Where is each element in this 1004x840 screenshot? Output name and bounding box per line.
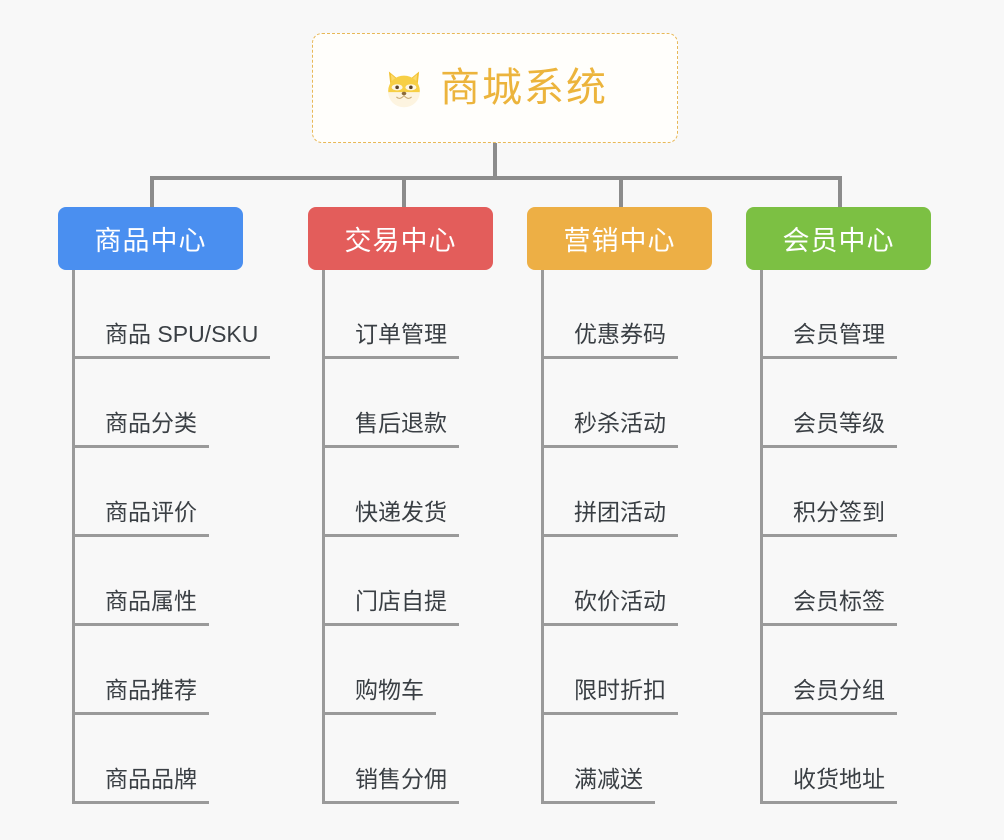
- connector-drop-2: [402, 176, 406, 209]
- leaf-label: 收货地址: [763, 768, 897, 804]
- leaf-label: 商品评价: [75, 501, 209, 537]
- leaf-list-2: 订单管理 售后退款 快递发货 门店自提 购物车 销售分佣: [322, 270, 493, 804]
- leaf-label: 门店自提: [325, 590, 459, 626]
- leaf-label: 快递发货: [325, 501, 459, 537]
- leaf-label: 积分签到: [763, 501, 897, 537]
- leaf-label: 满减送: [544, 768, 655, 804]
- leaf-label: 拼团活动: [544, 501, 678, 537]
- connector-drop-3: [619, 176, 623, 209]
- leaf-item[interactable]: 商品 SPU/SKU: [75, 270, 271, 359]
- leaf-item[interactable]: 快递发货: [325, 448, 493, 537]
- leaf-item[interactable]: 订单管理: [325, 270, 493, 359]
- leaf-item[interactable]: 商品评价: [75, 448, 243, 537]
- branch-header-label-3: 营销中心: [563, 226, 676, 256]
- shiba-inu-icon: [382, 66, 426, 110]
- branch-column-1: 商品中心 商品 SPU/SKU 商品分类 商品评价 商品属性 商品推荐 商品品牌: [58, 207, 271, 804]
- branch-header-3[interactable]: 营销中心: [527, 207, 712, 270]
- leaf-label: 会员标签: [763, 590, 897, 626]
- branch-header-label-2: 交易中心: [344, 226, 457, 256]
- leaf-label: 会员管理: [763, 323, 897, 359]
- root-node[interactable]: 商城系统: [312, 33, 678, 143]
- leaf-label: 销售分佣: [325, 768, 459, 804]
- leaf-item[interactable]: 商品推荐: [75, 626, 243, 715]
- branch-header-label-1: 商品中心: [94, 226, 207, 256]
- leaf-label: 商品属性: [75, 590, 209, 626]
- leaf-item[interactable]: 拼团活动: [544, 448, 712, 537]
- leaf-item[interactable]: 优惠券码: [544, 270, 712, 359]
- leaf-item[interactable]: 限时折扣: [544, 626, 712, 715]
- leaf-label: 会员分组: [763, 679, 897, 715]
- leaf-item[interactable]: 门店自提: [325, 537, 493, 626]
- branch-column-3: 营销中心 优惠券码 秒杀活动 拼团活动 砍价活动 限时折扣 满减送: [527, 207, 712, 804]
- leaf-item[interactable]: 收货地址: [763, 715, 931, 804]
- connector-drop-4: [838, 176, 842, 209]
- leaf-label: 商品推荐: [75, 679, 209, 715]
- branch-header-1[interactable]: 商品中心: [58, 207, 243, 270]
- branch-column-4: 会员中心 会员管理 会员等级 积分签到 会员标签 会员分组 收货地址: [746, 207, 931, 804]
- leaf-item[interactable]: 商品属性: [75, 537, 243, 626]
- leaf-label: 商品分类: [75, 412, 209, 448]
- leaf-item[interactable]: 会员标签: [763, 537, 931, 626]
- root-title: 商城系统: [440, 66, 608, 110]
- branch-header-label-4: 会员中心: [782, 226, 895, 256]
- leaf-label: 限时折扣: [544, 679, 678, 715]
- connector-stem: [493, 143, 497, 179]
- connector-drop-1: [150, 176, 154, 209]
- leaf-label: 购物车: [325, 679, 436, 715]
- leaf-label: 砍价活动: [544, 590, 678, 626]
- leaf-item[interactable]: 会员等级: [763, 359, 931, 448]
- leaf-item[interactable]: 商品品牌: [75, 715, 243, 804]
- leaf-item[interactable]: 销售分佣: [325, 715, 493, 804]
- branch-column-2: 交易中心 订单管理 售后退款 快递发货 门店自提 购物车 销售分佣: [308, 207, 493, 804]
- leaf-list-4: 会员管理 会员等级 积分签到 会员标签 会员分组 收货地址: [760, 270, 931, 804]
- branch-header-4[interactable]: 会员中心: [746, 207, 931, 270]
- connector-bus: [150, 176, 840, 180]
- leaf-item[interactable]: 售后退款: [325, 359, 493, 448]
- leaf-item[interactable]: 购物车: [325, 626, 493, 715]
- leaf-item[interactable]: 砍价活动: [544, 537, 712, 626]
- leaf-list-3: 优惠券码 秒杀活动 拼团活动 砍价活动 限时折扣 满减送: [541, 270, 712, 804]
- leaf-label: 商品 SPU/SKU: [75, 323, 271, 359]
- leaf-label: 秒杀活动: [544, 412, 678, 448]
- leaf-item[interactable]: 商品分类: [75, 359, 243, 448]
- leaf-item[interactable]: 积分签到: [763, 448, 931, 537]
- leaf-label: 售后退款: [325, 412, 459, 448]
- leaf-label: 优惠券码: [544, 323, 678, 359]
- leaf-label: 商品品牌: [75, 768, 209, 804]
- leaf-list-1: 商品 SPU/SKU 商品分类 商品评价 商品属性 商品推荐 商品品牌: [72, 270, 271, 804]
- leaf-label: 订单管理: [325, 323, 459, 359]
- branch-header-2[interactable]: 交易中心: [308, 207, 493, 270]
- leaf-item[interactable]: 秒杀活动: [544, 359, 712, 448]
- leaf-item[interactable]: 会员管理: [763, 270, 931, 359]
- leaf-item[interactable]: 会员分组: [763, 626, 931, 715]
- leaf-item[interactable]: 满减送: [544, 715, 712, 804]
- leaf-label: 会员等级: [763, 412, 897, 448]
